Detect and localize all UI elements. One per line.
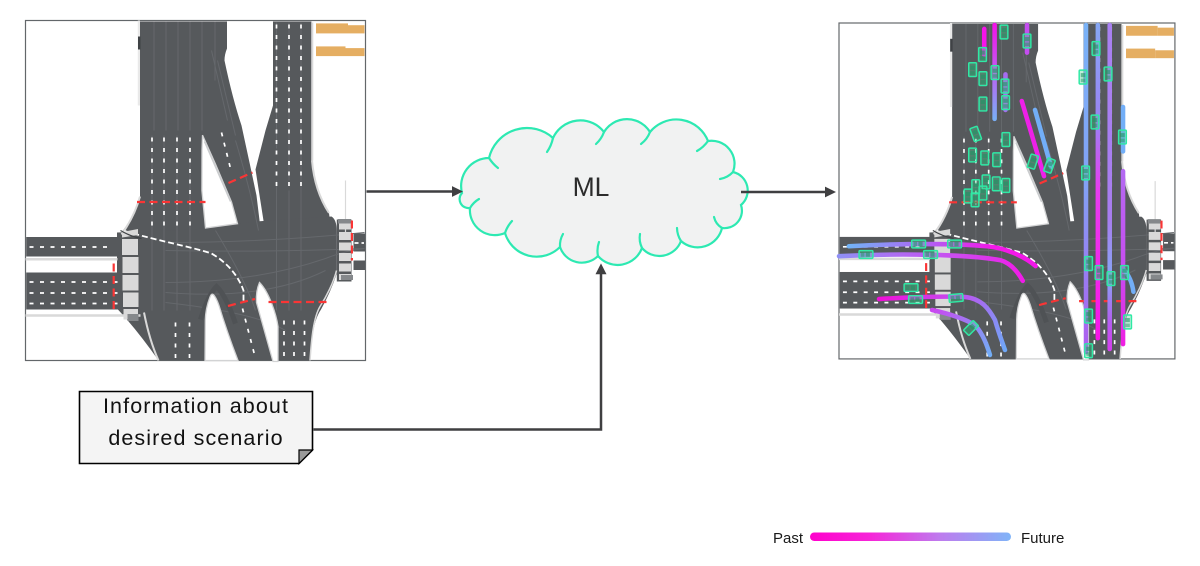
- svg-text:desired scenario: desired scenario: [108, 426, 283, 450]
- svg-text:Future: Future: [1021, 530, 1064, 547]
- svg-text:Information about: Information about: [103, 394, 289, 418]
- svg-text:ML: ML: [573, 172, 610, 202]
- svg-text:Past: Past: [773, 530, 804, 547]
